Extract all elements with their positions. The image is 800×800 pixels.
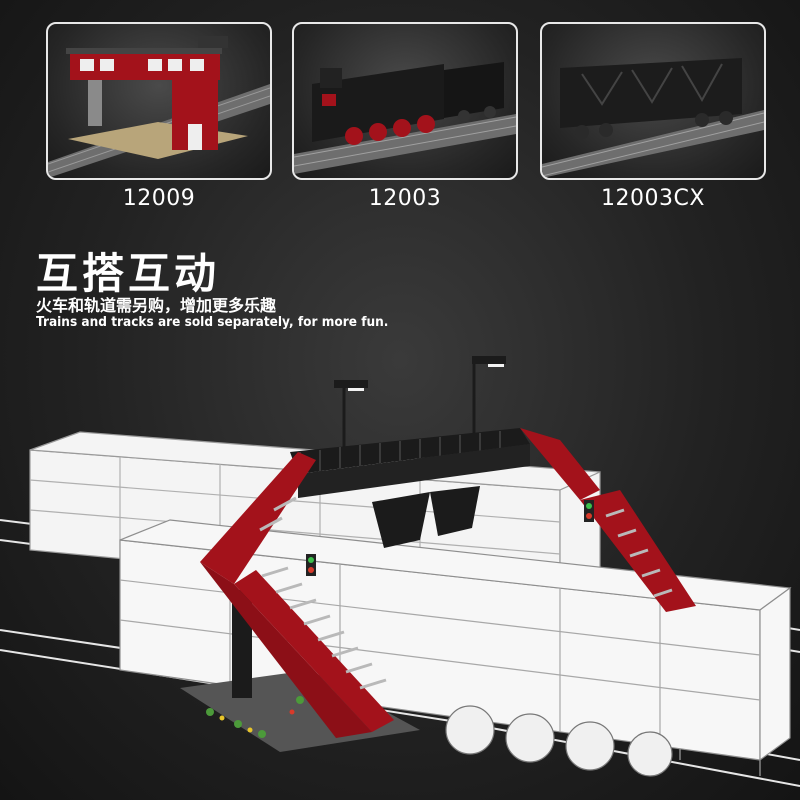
product-code-3: 12003CX	[601, 186, 705, 211]
footbridge-scene	[0, 356, 800, 787]
subtitle-chinese: 火车和轨道需另购，增加更多乐趣	[36, 296, 277, 315]
freight-wagon-image	[542, 58, 764, 178]
signal-box-image	[48, 36, 270, 178]
signal-lights	[306, 500, 594, 576]
product-code-1: 12009	[122, 186, 196, 211]
bridge-deck	[290, 428, 530, 474]
outlined-locomotive-front	[119, 519, 792, 777]
lamp-posts	[342, 360, 476, 458]
product-thumb-signal-box[interactable]	[46, 22, 272, 180]
product-thumb-wagon[interactable]	[540, 22, 766, 180]
left-staircase	[200, 452, 394, 738]
product-code-2: 12003	[368, 186, 442, 211]
steam-locomotive-image	[294, 62, 516, 174]
headline: 互搭互动	[36, 249, 221, 298]
subtitle-english: Trains and tracks are sold separately, f…	[36, 314, 389, 330]
right-staircase	[520, 428, 696, 612]
product-thumb-locomotive[interactable]	[292, 22, 518, 180]
